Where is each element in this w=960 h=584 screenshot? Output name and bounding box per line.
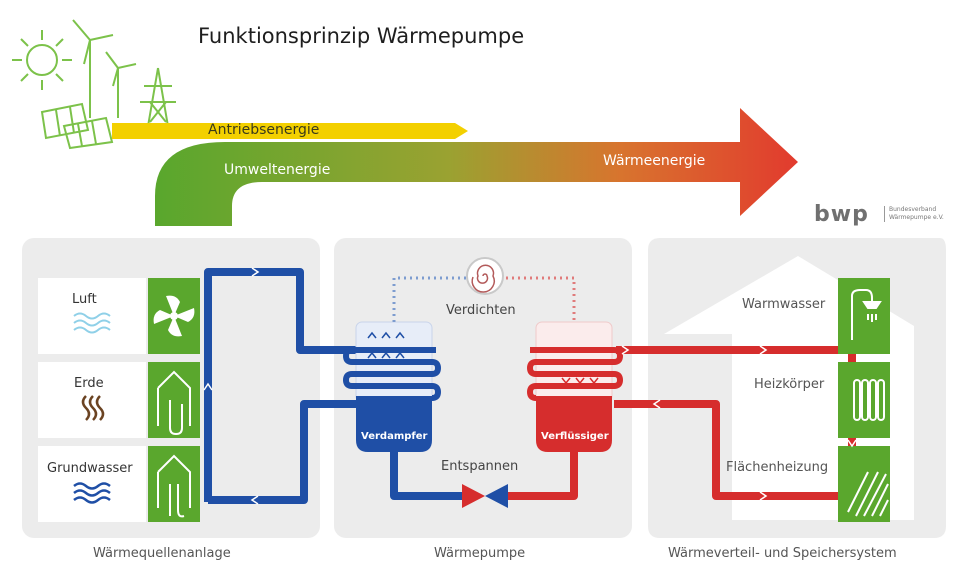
sun-icon [12, 30, 72, 90]
fan-icon [153, 295, 195, 337]
radiator-icon [853, 379, 885, 421]
expansion-line-blue [390, 452, 462, 500]
expansion-valve-icon [462, 484, 508, 508]
solar-panel-icon [40, 102, 114, 150]
bwp-logo: bwp [814, 202, 869, 227]
source-box-earth [38, 362, 146, 438]
wind-turbine-icon [72, 19, 137, 118]
source-loop-return [208, 400, 358, 504]
ground-probe-box [148, 362, 200, 438]
panel-label-sources: Wärmequellenanlage [93, 546, 231, 561]
compressor-icon [466, 257, 504, 295]
condenser-label: Verflüssiger [541, 431, 609, 442]
drive-energy-arrow [112, 123, 468, 139]
source-box-air [38, 278, 146, 354]
source-label-groundwater: Grundwasser [47, 461, 133, 476]
source-label-earth: Erde [74, 376, 104, 391]
radiator-box [838, 362, 890, 438]
distribution-label-hot-water: Warmwasser [742, 297, 826, 312]
condenser [526, 321, 624, 452]
evaporator-label: Verdampfer [361, 431, 428, 442]
house-probe-icon [157, 370, 191, 436]
panel-heat-pump [334, 238, 632, 538]
distribution-label-floor-heating: Flächenheizung [726, 460, 829, 475]
source-loop-pipe [204, 268, 360, 502]
distribution-label-radiator: Heizkörper [754, 377, 825, 392]
bwp-logo-line2: Wärmepumpe e.V. [889, 214, 944, 221]
source-label-air: Luft [72, 292, 97, 307]
panel-label-distribution: Wärmeverteil- und Speichersystem [668, 546, 897, 561]
air-wave-icon [73, 312, 111, 334]
environmental-energy-label: Umweltenergie [224, 162, 331, 178]
flow-arrows [203, 267, 857, 505]
source-box-groundwater [38, 446, 146, 522]
groundwater-wave-icon [73, 482, 111, 504]
bwp-logo-subtitle: Bundesverband Wärmepumpe e.V. [884, 206, 944, 222]
heat-energy-label: Wärmeenergie [603, 153, 706, 169]
evaporator [342, 321, 442, 452]
compress-label: Verdichten [446, 303, 516, 318]
house-well-icon [157, 454, 191, 518]
expand-label: Entspannen [441, 459, 519, 474]
shower-icon [851, 289, 882, 340]
floor-heating-icon [847, 471, 889, 517]
energy-flow-arrow [155, 108, 798, 226]
pressure-line [500, 276, 576, 322]
bwp-logo-line1: Bundesverband [889, 206, 937, 213]
drive-energy-label: Antriebsenergie [208, 122, 320, 138]
expansion-line-red [508, 452, 578, 500]
page-title: Funktionsprinzip Wärmepumpe [198, 24, 525, 48]
suction-line [392, 276, 470, 322]
renewable-energy-icons [12, 19, 176, 150]
distribution-return-pipe [614, 400, 852, 500]
well-box [148, 446, 200, 522]
earth-wave-icon [81, 395, 105, 421]
panel-label-heat-pump: Wärmepumpe [434, 546, 526, 561]
